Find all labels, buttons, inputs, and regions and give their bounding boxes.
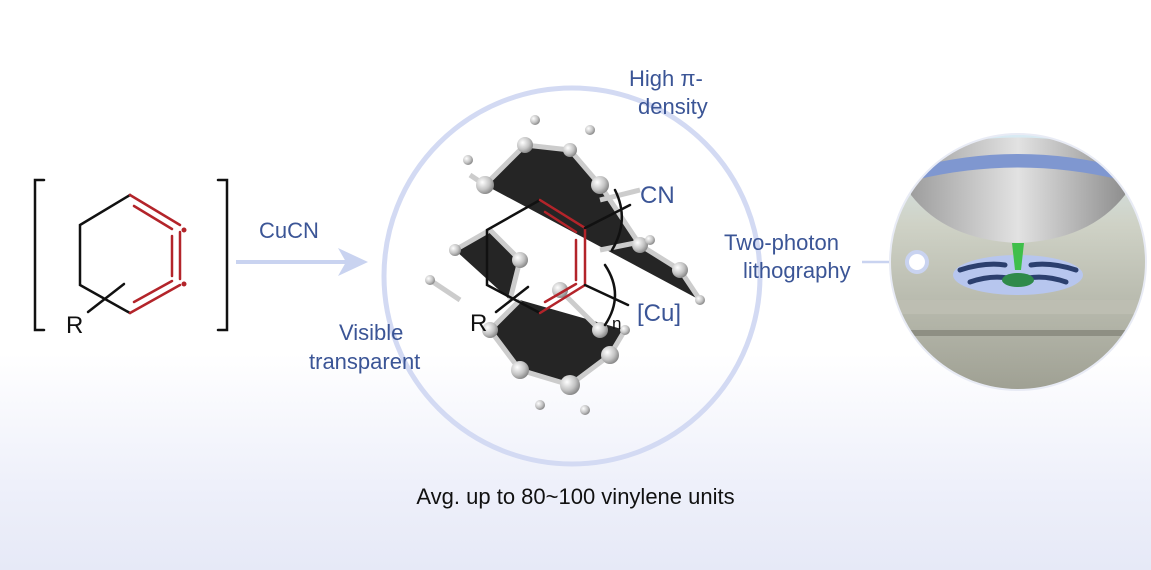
pi-density-label-1: High π- [629,66,703,91]
caption: Avg. up to 80~100 vinylene units [416,484,735,509]
left-bracket [33,178,46,332]
repeat-unit-skeleton [485,188,632,327]
polymer-halo-ring [381,85,763,467]
litho-label-2: lithography [743,258,851,283]
molecular-model [425,115,705,415]
aryne-structure [33,178,229,332]
polymer-r-label: R [470,310,488,337]
litho-label-1: Two-photon [724,230,839,255]
right-bracket [216,178,229,332]
cn-group-label: CN [640,182,675,209]
visible-label-1: Visible [339,320,404,345]
pi-density-label-2: density [638,94,708,119]
lithography-illustration [890,134,1146,390]
connector-dot [905,250,929,274]
substituent-label: R [66,312,84,339]
visible-label-2: transparent [309,349,421,374]
copper-label: [Cu] [637,300,682,327]
reagent-label: CuCN [259,218,319,243]
reaction-arrow [236,248,368,276]
repeat-n-label: n [612,314,622,333]
